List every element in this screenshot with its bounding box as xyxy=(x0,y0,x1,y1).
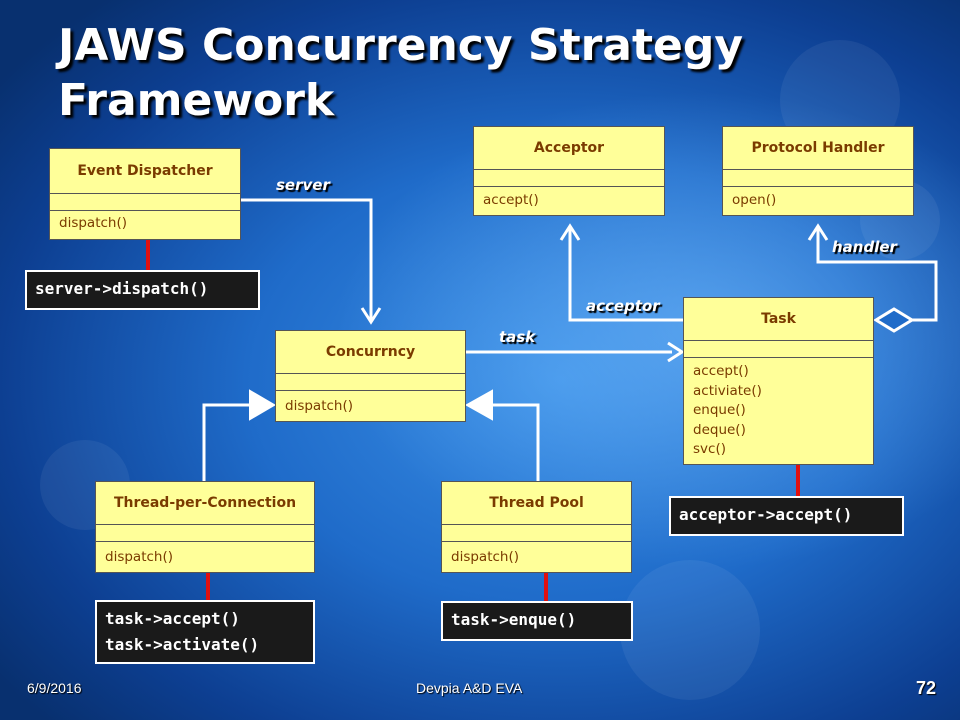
operation: svc() xyxy=(693,441,726,457)
protocol-handler-class: Protocol Handler open() xyxy=(722,126,914,216)
slide-title: JAWS Concurrency Strategy Framework xyxy=(58,20,744,126)
class-name: Thread-per-Connection xyxy=(96,482,314,525)
operation: dispatch() xyxy=(285,398,354,414)
operation: open() xyxy=(732,192,777,208)
thread-pool-class: Thread Pool dispatch() xyxy=(441,481,632,573)
class-name: Protocol Handler xyxy=(723,127,913,170)
concurrency-class: Concurrncy dispatch() xyxy=(275,330,466,422)
operation: accept() xyxy=(693,363,749,379)
operation: accept() xyxy=(483,192,539,208)
operation: dispatch() xyxy=(105,549,174,565)
acceptor-accept-note: acceptor->accept() xyxy=(669,496,904,536)
note-line: task->accept() xyxy=(105,609,240,628)
class-operations: dispatch() xyxy=(96,542,314,571)
note-line: server->dispatch() xyxy=(35,279,209,298)
server-dispatch-note: server->dispatch() xyxy=(25,270,260,310)
acceptor-class: Acceptor accept() xyxy=(473,126,665,216)
class-operations: dispatch() xyxy=(50,211,240,237)
class-attributes xyxy=(474,170,664,187)
task-role-label: task xyxy=(499,328,536,346)
class-name: Acceptor xyxy=(474,127,664,170)
class-operations: accept() xyxy=(474,187,664,214)
class-attributes xyxy=(442,525,631,542)
class-operations: dispatch() xyxy=(442,542,631,571)
class-attributes xyxy=(96,525,314,542)
class-operations: accept() activiate() enque() deque() svc… xyxy=(684,358,873,464)
note-line: task->enque() xyxy=(451,610,577,629)
operation: activiate() xyxy=(693,382,762,399)
operation: enque() xyxy=(693,402,746,418)
class-name: Event Dispatcher xyxy=(50,149,240,194)
note-line: acceptor->accept() xyxy=(679,505,853,524)
class-attributes xyxy=(684,341,873,358)
class-attributes xyxy=(723,170,913,187)
acceptor-role-label: acceptor xyxy=(586,297,660,315)
handler-role-label: handler xyxy=(832,238,897,256)
class-attributes xyxy=(276,374,465,391)
server-role-label: server xyxy=(276,176,330,194)
class-name: Thread Pool xyxy=(442,482,631,525)
class-name: Task xyxy=(684,298,873,341)
task-class: Task accept() activiate() enque() deque(… xyxy=(683,297,874,465)
class-operations: open() xyxy=(723,187,913,214)
operation: deque() xyxy=(693,421,746,438)
footer-organization: Devpia A&D EVA xyxy=(416,680,523,696)
thread-pool-note: task->enque() xyxy=(441,601,633,641)
footer-date: 6/9/2016 xyxy=(27,680,82,696)
event-dispatcher-class: Event Dispatcher dispatch() xyxy=(49,148,241,240)
class-name: Concurrncy xyxy=(276,331,465,374)
class-operations: dispatch() xyxy=(276,391,465,420)
thread-per-connection-note: task->accept() task->activate() xyxy=(95,600,315,664)
operation: dispatch() xyxy=(451,549,520,565)
note-line: task->activate() xyxy=(105,635,260,654)
operation: dispatch() xyxy=(59,215,128,231)
class-attributes xyxy=(50,194,240,211)
page-number: 72 xyxy=(916,678,937,698)
thread-per-connection-class: Thread-per-Connection dispatch() xyxy=(95,481,315,573)
